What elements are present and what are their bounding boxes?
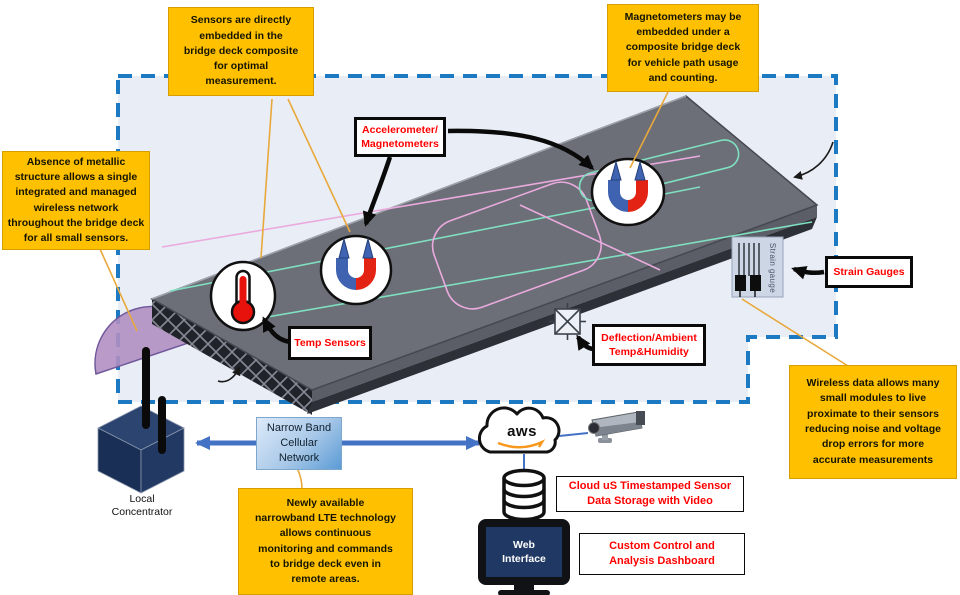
label-web-interface: Web Interface: [502, 539, 546, 565]
monitor-icon: [478, 519, 570, 595]
callout-narrowband-lte: Newly available narrowband LTE technolog…: [238, 488, 413, 595]
rotation-arrows: [217, 141, 834, 383]
label-dashboard: Custom Control and Analysis Dashboard: [579, 533, 745, 575]
label-accelerometer-magnetometers: Accelerometer/ Magnetometers: [354, 117, 446, 157]
thermometer-icon: [209, 260, 277, 332]
strain-gauge-icon: [731, 236, 784, 298]
camera-icon: [588, 411, 645, 443]
concentrator-cube-icon: [97, 405, 185, 494]
label-cloud-storage: Cloud uS Timestamped Sensor Data Storage…: [556, 476, 744, 512]
database-icon: [502, 468, 546, 522]
aws-cloud-icon: [477, 406, 561, 454]
callout-magnetometers-embedded: Magnetometers may be embedded under a co…: [607, 4, 759, 92]
label-local-concentrator: Local Concentrator: [111, 493, 173, 518]
strain-gauge-caption: Strain gauge: [768, 242, 778, 294]
callout-absence-metallic: Absence of metallic structure allows a s…: [2, 151, 150, 250]
label-temp-sensors: Temp Sensors: [288, 326, 372, 360]
aws-logo-text: aws: [507, 423, 537, 440]
antenna-icon: [142, 347, 166, 454]
deflection-target-icon: [549, 303, 586, 340]
magnet-icon: [319, 234, 393, 306]
callout-sensors-embedded: Sensors are directly embedded in the bri…: [168, 7, 314, 96]
node-narrowband-network: Narrow Band Cellular Network: [256, 417, 342, 470]
magnet-icon: [590, 157, 666, 227]
label-deflection-ambient: Deflection/Ambient Temp&Humidity: [592, 324, 706, 366]
label-strain-gauges: Strain Gauges: [825, 256, 913, 288]
callout-wireless-data: Wireless data allows many small modules …: [789, 365, 957, 479]
callout-connectors: [99, 91, 849, 490]
